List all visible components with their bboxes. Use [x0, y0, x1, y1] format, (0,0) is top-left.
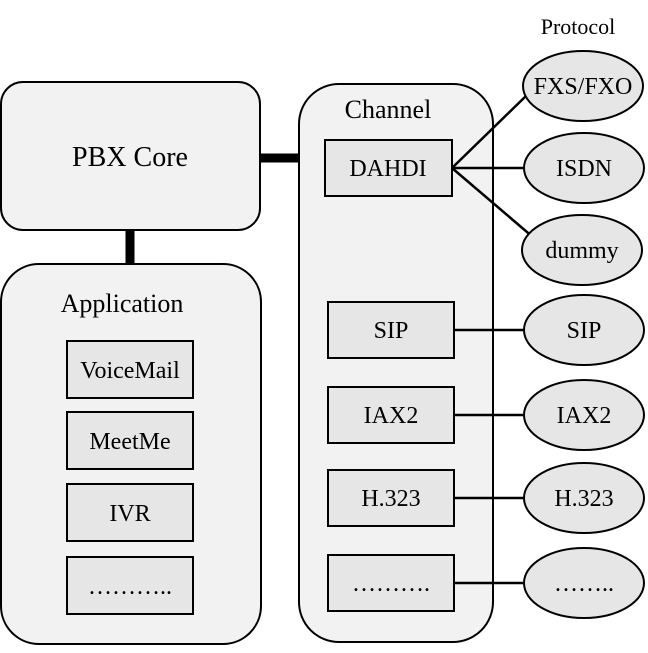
application-item-meetme: MeetMe	[89, 429, 170, 455]
channel-group: Channel DAHDI SIP IAX2 H.323 ……….	[298, 83, 494, 643]
pbx-core-label: PBX Core	[72, 142, 188, 173]
channel-item-iax2: IAX2	[364, 403, 419, 429]
channel-title: Channel	[345, 95, 432, 124]
application-item-box	[66, 340, 194, 399]
application-item-box	[66, 483, 194, 542]
protocol-title: Protocol	[541, 14, 616, 39]
protocol-ellipse	[522, 50, 644, 122]
application-item-ivr: IVR	[109, 501, 150, 527]
channel-item-dahdi: DAHDI	[349, 156, 426, 182]
protocol-item-more: ……..	[554, 571, 614, 597]
protocol-item-iax2: IAX2	[557, 403, 612, 429]
protocol-ellipse	[523, 379, 645, 451]
dahdi-fxsfxo-link	[451, 94, 528, 169]
protocol-ellipse	[523, 547, 645, 619]
channel-item-box	[327, 469, 455, 527]
protocol-item-isdn: ISDN	[556, 156, 612, 182]
channel-item-h323: H.323	[361, 486, 420, 512]
pbx-core-node: PBX Core	[0, 81, 261, 231]
channel-item-box	[327, 301, 455, 359]
protocol-ellipse	[523, 132, 645, 204]
protocol-ellipse	[523, 462, 645, 534]
application-item-more: ………..	[88, 574, 172, 600]
application-title: Application	[61, 289, 184, 318]
protocol-ellipse	[521, 214, 643, 286]
application-group: Application VoiceMail MeetMe IVR ………..	[0, 263, 262, 645]
dahdi-dummy-link	[451, 167, 535, 239]
application-item-voicemail: VoiceMail	[80, 358, 180, 384]
protocol-ellipse	[523, 294, 645, 366]
channel-item-sip: SIP	[374, 318, 409, 344]
application-item-box	[66, 411, 194, 470]
channel-item-more: ……….	[352, 571, 430, 597]
protocol-item-h323: H.323	[554, 486, 613, 512]
protocol-group: Protocol FXS/FXO ISDN dummy SIP IAX2 H.3…	[521, 14, 645, 619]
protocol-item-fxsfxo: FXS/FXO	[534, 74, 633, 100]
application-item-box	[66, 556, 194, 615]
protocol-item-sip: SIP	[567, 318, 602, 344]
pbx-core-box	[0, 81, 261, 231]
protocol-item-dummy: dummy	[545, 238, 618, 264]
